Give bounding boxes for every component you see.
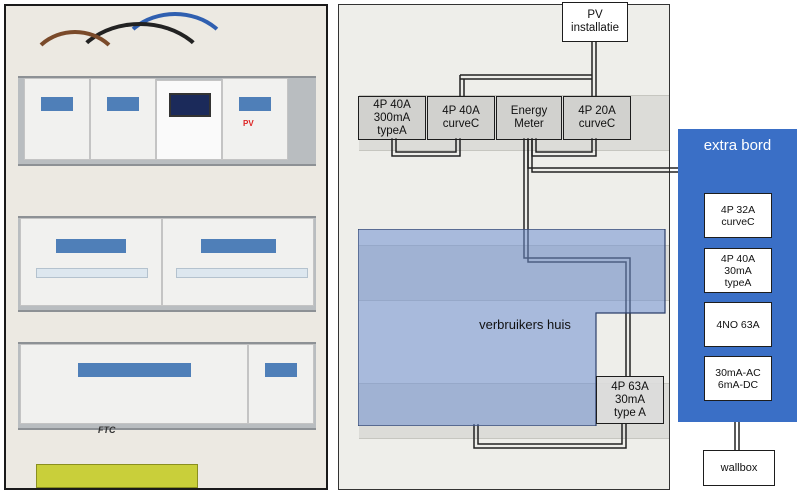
wire-brown [26,30,124,118]
rail-row-1 [359,95,669,151]
wire-black [66,22,214,140]
rcd-4p-63a-30ma: 4P 63A 30mA type A [596,376,664,424]
rcd-photo [248,344,314,424]
terminal-block [36,464,198,488]
extra-board-title: extra bord [703,137,772,154]
breaker-pv-photo: PV [222,78,288,160]
wire-blue [116,12,234,110]
wallbox-box: wallbox [703,450,775,486]
consumer-groups-zone [358,229,668,426]
breaker-group-photo-3 [20,344,248,424]
extra-switch-63a: 4NO 63A [704,302,772,347]
breaker-4p-40a-300ma: 4P 40A 300mA typeA [358,96,426,140]
pv-installation-box: PV installatie [562,2,628,42]
distribution-board-photo: PV FTC [4,4,328,490]
energy-meter: Energy Meter [496,96,562,140]
extra-rcd-40a: 4P 40A 30mA typeA [704,248,772,293]
breaker-group-photo-2 [162,218,314,306]
extra-board: extra bord 4P 32A curveC 4P 40A 30mA typ… [678,129,797,422]
consumers-label: verbruikers huis [479,317,571,332]
energy-meter-photo [156,80,222,160]
breaker-rcd-photo [24,78,90,160]
label-strip [176,268,308,278]
breaker-photo [90,78,156,160]
breaker-4p-20a-curvec: 4P 20A curveC [563,96,631,140]
extra-breaker-32a: 4P 32A curveC [704,193,772,238]
extra-rdc-dd: 30mA-AC 6mA-DC [704,356,772,401]
breaker-group-photo-1 [20,218,162,306]
pv-handwritten-label: PV [243,119,254,128]
label-strip [36,268,148,278]
brand-mark: FTC [98,425,116,435]
breaker-4p-40a-curvec: 4P 40A curveC [427,96,495,140]
